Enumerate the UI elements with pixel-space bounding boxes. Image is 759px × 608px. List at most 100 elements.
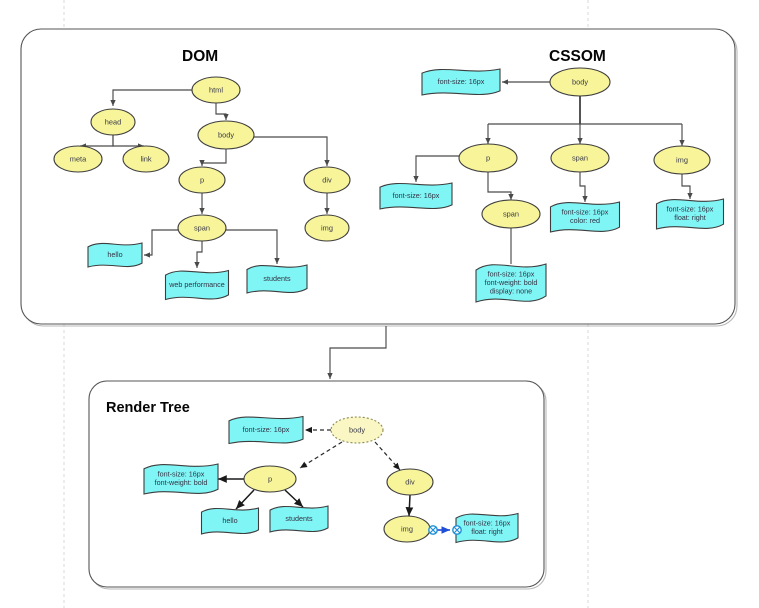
edge-cssom-p-span2[interactable] [487, 172, 514, 200]
cssom-flag-span1-css[interactable] [549, 201, 621, 233]
edge-body-p[interactable] [199, 149, 227, 166]
cssom-flag-label-span1-css-0: font-size: 16px [562, 208, 609, 217]
title-render-tree: Render Tree [106, 400, 190, 416]
edge-rt-div-img[interactable] [405, 494, 414, 517]
edge-head-link[interactable] [112, 135, 144, 149]
render-tree-flag-p-css[interactable] [143, 463, 219, 495]
dom-node-body[interactable] [197, 120, 255, 150]
render-tree-node-p[interactable] [243, 465, 297, 493]
cssom-flag-body-css[interactable] [421, 68, 501, 96]
render-tree-flag-label-students-0: students [285, 514, 313, 523]
render-tree-flag-students[interactable] [269, 505, 329, 533]
cssom-node-label-p: p [486, 153, 490, 162]
cssom-node-label-body: body [572, 77, 588, 86]
edge-rt-p-students[interactable] [284, 489, 304, 508]
dom-node-head[interactable] [90, 108, 136, 136]
render-tree-flag-label-img-css-1: float: right [471, 527, 503, 536]
connector-selection-handles[interactable] [428, 525, 462, 535]
cssom-node-label-span1: span [572, 153, 588, 162]
dom-flag-label-webperf-0: web performance [168, 280, 225, 289]
dom-flag-label-hello-0: hello [107, 250, 122, 259]
render-tree-node-group: body p div img [243, 416, 434, 543]
render-tree-flag-label-p-css-1: font-weight: bold [155, 478, 208, 487]
dom-node-label-span: span [194, 223, 210, 232]
cssom-flag-p-css[interactable] [379, 182, 453, 210]
edge-span-students[interactable] [226, 229, 280, 264]
cssom-flag-label-img-css-1: float: right [674, 213, 706, 222]
cssom-node-span2[interactable] [481, 199, 541, 229]
cssom-flag-label-span1-css-1: color: red [570, 216, 600, 225]
dom-node-p[interactable] [178, 166, 226, 194]
edge-cssom-span1-flag[interactable] [579, 172, 588, 202]
connector-panels[interactable] [327, 326, 387, 379]
render-tree-flag-hello[interactable] [200, 507, 260, 535]
render-tree-node-body[interactable] [330, 416, 384, 444]
render-tree-flag-label-img-css-0: font-size: 16px [464, 519, 511, 528]
cssom-flag-label-p-css-0: font-size: 16px [393, 191, 440, 200]
dom-node-img[interactable] [304, 214, 350, 242]
edge-html-head[interactable] [110, 89, 192, 106]
render-tree-flag-label-body-css-0: font-size: 16px [243, 425, 290, 434]
edge-html-body[interactable] [215, 103, 229, 120]
dom-node-span[interactable] [177, 214, 227, 242]
cssom-node-label-span2: span [503, 209, 519, 218]
cssom-node-body[interactable] [549, 67, 611, 97]
render-tree-node-label-div: div [405, 477, 415, 486]
selection-handle-source-cross [429, 526, 437, 534]
dom-node-label-meta: meta [70, 154, 87, 163]
cssom-flag-label-img-css-0: font-size: 16px [667, 205, 714, 214]
edge-span-hello[interactable] [144, 229, 179, 258]
dom-flag-webperf[interactable] [164, 269, 230, 301]
dom-node-label-p: p [200, 175, 204, 184]
edge-span-webperf[interactable] [194, 241, 203, 268]
edge-rt-body-div[interactable] [374, 441, 401, 471]
panel-dom-cssom[interactable] [20, 28, 736, 325]
render-tree-flag-body-css[interactable] [228, 415, 304, 445]
render-tree-edges [218, 426, 450, 534]
title-cssom: CSSOM [549, 48, 606, 65]
panel-render-tree[interactable] [88, 380, 545, 588]
cssom-flag-label-span2-css-1: font-weight: bold [485, 278, 538, 287]
edge-body-div[interactable] [254, 136, 330, 166]
selection-handle-target-cross [453, 526, 461, 534]
dom-flag-label-students-0: students [263, 274, 291, 283]
dom-node-label-div: div [322, 175, 332, 184]
cssom-flag-label-body-css-0: font-size: 16px [438, 77, 485, 86]
render-tree-flag-label-p-css-0: font-size: 16px [158, 470, 205, 479]
cssom-node-label-img: img [676, 155, 688, 164]
dom-node-html[interactable] [191, 76, 241, 104]
render-tree-flag-label-hello-0: hello [222, 516, 237, 525]
edge-rt-p-hello[interactable] [235, 489, 255, 510]
dom-node-div[interactable] [303, 166, 351, 194]
cssom-node-img[interactable] [653, 145, 711, 175]
dom-node-link[interactable] [122, 145, 170, 173]
dom-node-label-img: img [321, 223, 333, 232]
title-dom: DOM [182, 48, 218, 65]
render-tree-node-label-p: p [268, 474, 272, 483]
edge-cssom-img-flag[interactable] [681, 174, 693, 199]
cssom-flag-label-span2-css-2: display: none [490, 286, 532, 295]
dom-node-label-head: head [105, 117, 121, 126]
render-tree-node-label-body: body [349, 425, 365, 434]
render-tree-flag-img-css[interactable] [455, 512, 519, 544]
dom-node-label-html: html [209, 85, 223, 94]
dom-flag-group: hello web performance students [87, 242, 308, 301]
cssom-flag-img-css[interactable] [655, 198, 725, 230]
render-tree-node-div[interactable] [386, 468, 434, 496]
cssom-flag-group: font-size: 16px font-size: 16px font-size:… [379, 68, 725, 303]
dom-flag-hello[interactable] [87, 242, 143, 268]
cssom-flag-span2-css[interactable] [475, 263, 547, 303]
cssom-node-span1[interactable] [550, 143, 610, 173]
edge-cssom-p-flag[interactable] [413, 155, 459, 182]
edge-rt-body-p[interactable] [299, 441, 343, 469]
dom-node-label-body: body [218, 130, 234, 139]
render-tree-node-label-img: img [401, 524, 413, 533]
dom-node-meta[interactable] [53, 145, 103, 173]
cssom-node-p[interactable] [458, 143, 518, 173]
dom-flag-students[interactable] [246, 264, 308, 294]
cssom-flag-label-span2-css-0: font-size: 16px [488, 270, 535, 279]
